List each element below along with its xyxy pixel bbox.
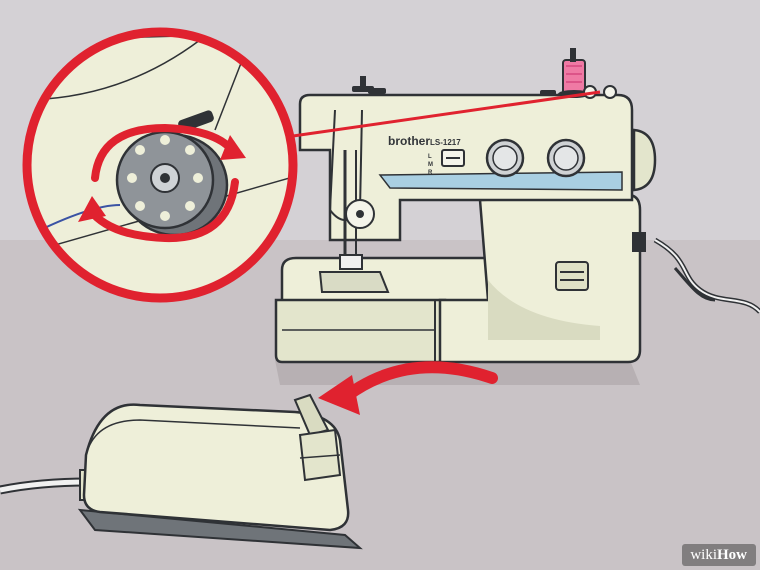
brand-name: brother <box>388 134 430 148</box>
foot-pedal-icon <box>0 393 363 550</box>
stitch-pattern-dial <box>485 138 525 178</box>
model-number: LS-1217 <box>430 138 461 147</box>
mode-label-l: L <box>428 154 432 160</box>
stitch-length-dial <box>546 138 586 178</box>
watermark-part2: How <box>717 547 747 563</box>
machine-body <box>274 93 657 364</box>
rotate-arrows-icon <box>78 123 246 243</box>
machine-top <box>352 76 556 96</box>
bobbin-inset <box>22 27 298 303</box>
mode-label-m: M <box>428 162 433 168</box>
wikihow-watermark: wikiHow <box>682 544 756 566</box>
mode-label-r: R <box>428 170 433 176</box>
curved-arrow-icon <box>318 361 498 415</box>
watermark-part1: wiki <box>690 547 717 563</box>
thread-pointer-line <box>292 90 601 138</box>
bobbin-icon <box>115 110 229 237</box>
